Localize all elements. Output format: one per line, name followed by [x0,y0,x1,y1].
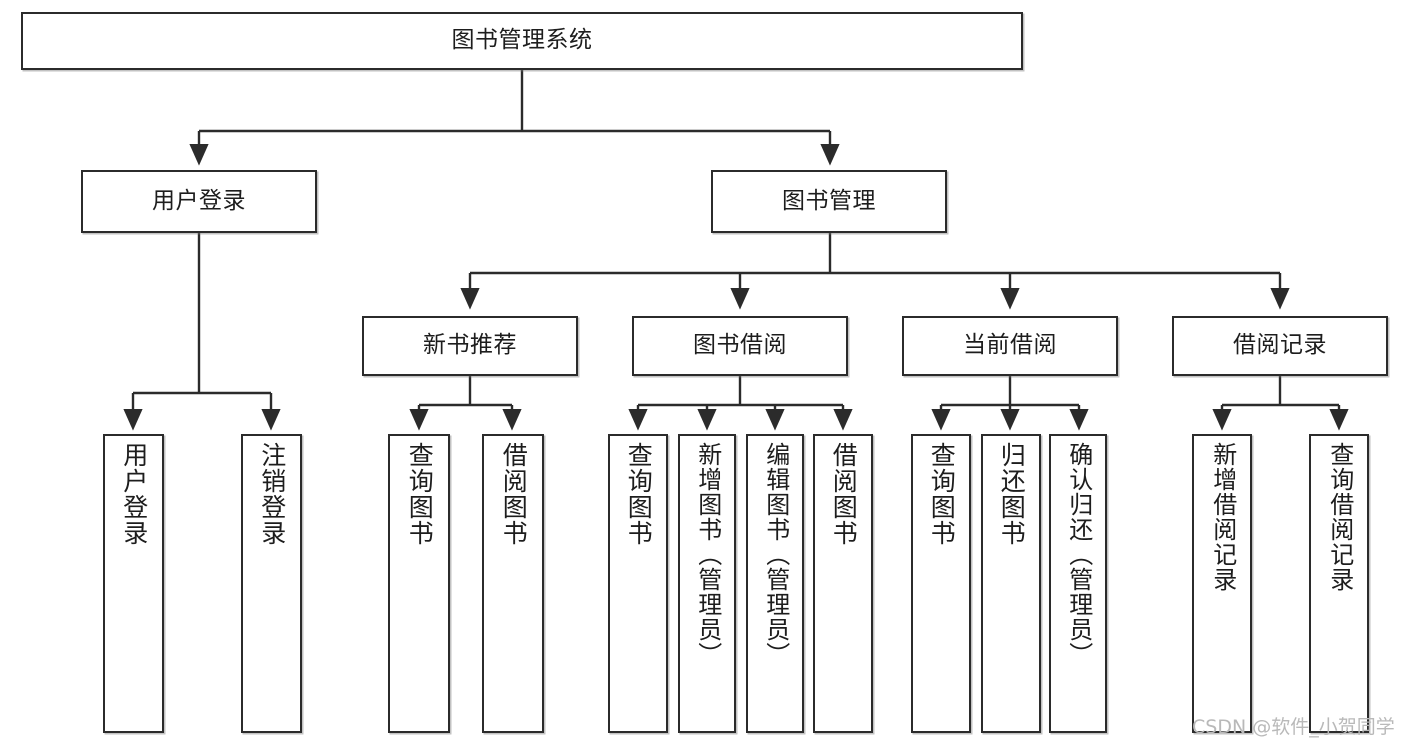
node-label: 编辑图书（管理员） [761,442,790,667]
node-label: 图书管理系统 [451,27,593,54]
node-book-borrow[interactable]: 图书借阅 [632,316,848,376]
node-label: 确认归还（管理员） [1064,442,1093,667]
node-label: 图书借阅 [693,332,787,359]
node-label: 查询图书 [624,442,654,546]
leaf-current-confirm-return-admin[interactable]: 确认归还（管理员） [1049,434,1107,733]
node-label: 查询图书 [405,442,435,546]
node-current-borrow[interactable]: 当前借阅 [902,316,1118,376]
leaf-record-query-record[interactable]: 查询借阅记录 [1309,434,1369,733]
leaf-borrow-borrow-book[interactable]: 借阅图书 [813,434,873,733]
leaf-borrow-query-book[interactable]: 查询图书 [608,434,668,733]
leaf-user-login-login[interactable]: 用户登录 [103,434,164,733]
node-borrow-record[interactable]: 借阅记录 [1172,316,1388,376]
node-label: 当前借阅 [963,332,1057,359]
node-label: 图书管理 [782,187,876,214]
leaf-recommend-query-book[interactable]: 查询图书 [388,434,450,733]
node-label: 借阅图书 [499,442,529,546]
leaf-current-return-book[interactable]: 归还图书 [981,434,1041,733]
node-book-management[interactable]: 图书管理 [711,170,947,233]
node-label: 新书推荐 [423,332,517,359]
node-label: 查询图书 [927,442,957,546]
node-label: 归还图书 [997,442,1027,546]
node-label: 借阅图书 [829,442,859,546]
node-user-login[interactable]: 用户登录 [81,170,317,233]
node-label: 用户登录 [119,442,149,546]
leaf-borrow-edit-book-admin[interactable]: 编辑图书（管理员） [746,434,804,733]
node-label: 新增图书（管理员） [693,442,722,667]
leaf-current-query-book[interactable]: 查询图书 [911,434,971,733]
node-new-book-recommend[interactable]: 新书推荐 [362,316,578,376]
node-label: 新增借阅记录 [1208,442,1237,592]
node-label: 查询借阅记录 [1325,442,1354,592]
leaf-borrow-add-book-admin[interactable]: 新增图书（管理员） [678,434,736,733]
node-root-system[interactable]: 图书管理系统 [21,12,1023,70]
leaf-record-add-record[interactable]: 新增借阅记录 [1192,434,1252,733]
node-label: 借阅记录 [1233,332,1327,359]
node-label: 用户登录 [152,187,246,214]
leaf-recommend-borrow-book[interactable]: 借阅图书 [482,434,544,733]
csdn-watermark: CSDN @软件_小贺同学 [1192,716,1395,738]
leaf-user-login-logout[interactable]: 注销登录 [241,434,302,733]
node-label: 注销登录 [257,442,287,546]
